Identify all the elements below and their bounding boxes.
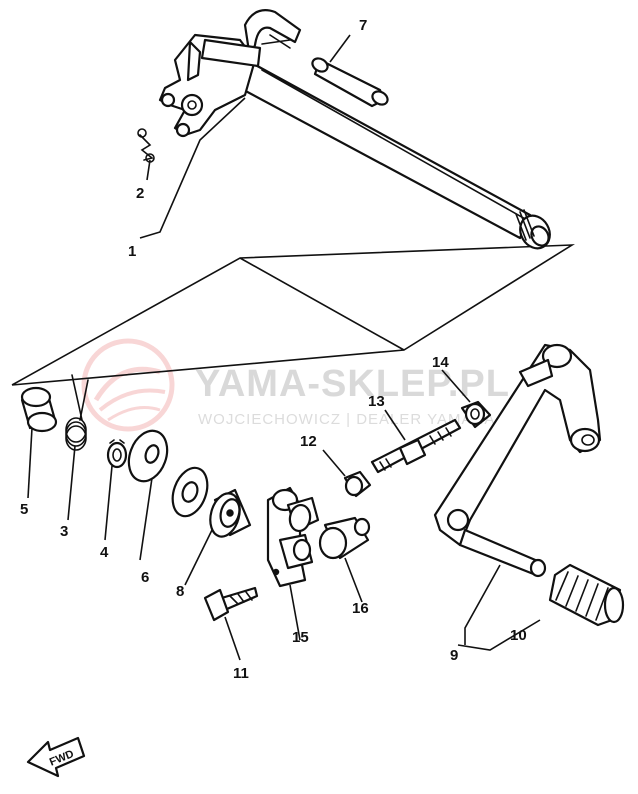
callout-16: 16 <box>352 600 369 617</box>
washers <box>127 429 209 518</box>
circlip <box>106 439 128 469</box>
callout-14: 14 <box>432 354 449 371</box>
watermark-logo-icon <box>81 338 175 432</box>
watermark-subtitle: WOJCIECHOWICZ | DEALER YAMAHA <box>198 411 495 428</box>
rod-nut <box>460 400 492 429</box>
callout-3: 3 <box>60 523 68 540</box>
shift-arm <box>158 9 302 138</box>
bearing <box>209 488 252 538</box>
callout-2: 2 <box>136 185 144 202</box>
callout-9: 9 <box>450 647 458 664</box>
watermark: YAMA-SKLEP.PL WOJCIECHOWICZ | DEALER YAM… <box>81 338 510 432</box>
threaded-rod <box>370 418 462 474</box>
locknut <box>343 470 372 498</box>
group-outline <box>11 244 575 386</box>
pin <box>311 57 389 108</box>
torsion-spring <box>65 374 89 451</box>
group-outline-top <box>239 257 405 351</box>
fwd-arrow-icon: FWD <box>26 736 86 778</box>
lever-nut <box>318 516 371 560</box>
lever-clamp <box>266 486 320 588</box>
shift-shaft <box>238 60 551 250</box>
callout-7: 7 <box>359 17 367 34</box>
shift-pedal <box>433 343 602 578</box>
callout-6: 6 <box>141 569 149 586</box>
callout-15: 15 <box>292 629 309 646</box>
callout-1: 1 <box>128 243 136 260</box>
pedal-rubber <box>548 563 625 627</box>
callouts: 1 2 3 4 5 6 7 8 9 10 11 12 13 14 15 16 <box>20 17 527 682</box>
collar <box>20 386 58 433</box>
leader-lines <box>27 34 541 661</box>
callout-13: 13 <box>368 393 385 410</box>
watermark-title: YAMA-SKLEP.PL <box>195 363 510 405</box>
callout-4: 4 <box>100 544 109 561</box>
clamp-bolt <box>203 586 259 622</box>
callout-12: 12 <box>300 433 317 450</box>
spring-clip <box>137 128 155 163</box>
callout-11: 11 <box>233 665 249 682</box>
callout-5: 5 <box>20 501 28 518</box>
callout-8: 8 <box>176 583 184 600</box>
callout-10: 10 <box>510 627 527 644</box>
